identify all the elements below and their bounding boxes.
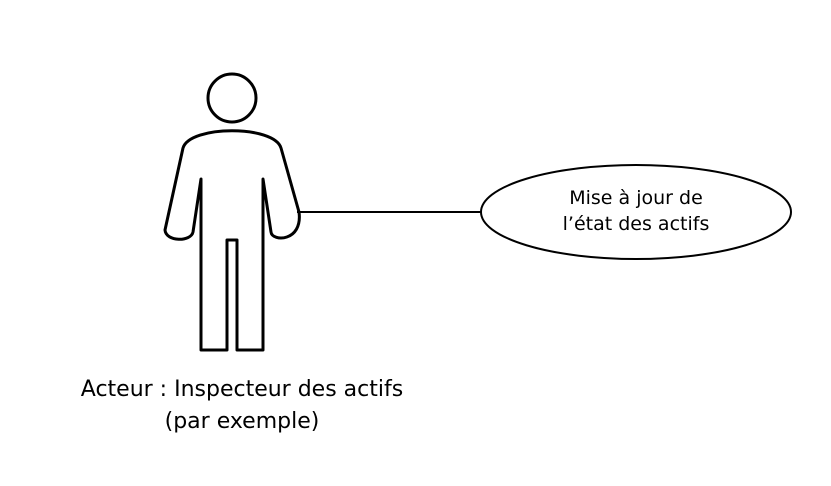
actor-label: Acteur : Inspecteur des actifs (par exem… xyxy=(42,374,442,438)
use-case-label-line1: Mise à jour de xyxy=(569,187,703,209)
actor-head xyxy=(206,72,258,124)
actor-body xyxy=(163,129,301,352)
actor-figure xyxy=(163,72,301,352)
use-case-ellipse xyxy=(480,164,792,260)
use-case-label: Mise à jour de l’état des actifs xyxy=(488,185,784,237)
actor-label-line2: (par exemple) xyxy=(164,409,320,434)
use-case-label-line2: l’état des actifs xyxy=(562,213,710,235)
actor-label-line1: Acteur : Inspecteur des actifs xyxy=(80,377,404,402)
